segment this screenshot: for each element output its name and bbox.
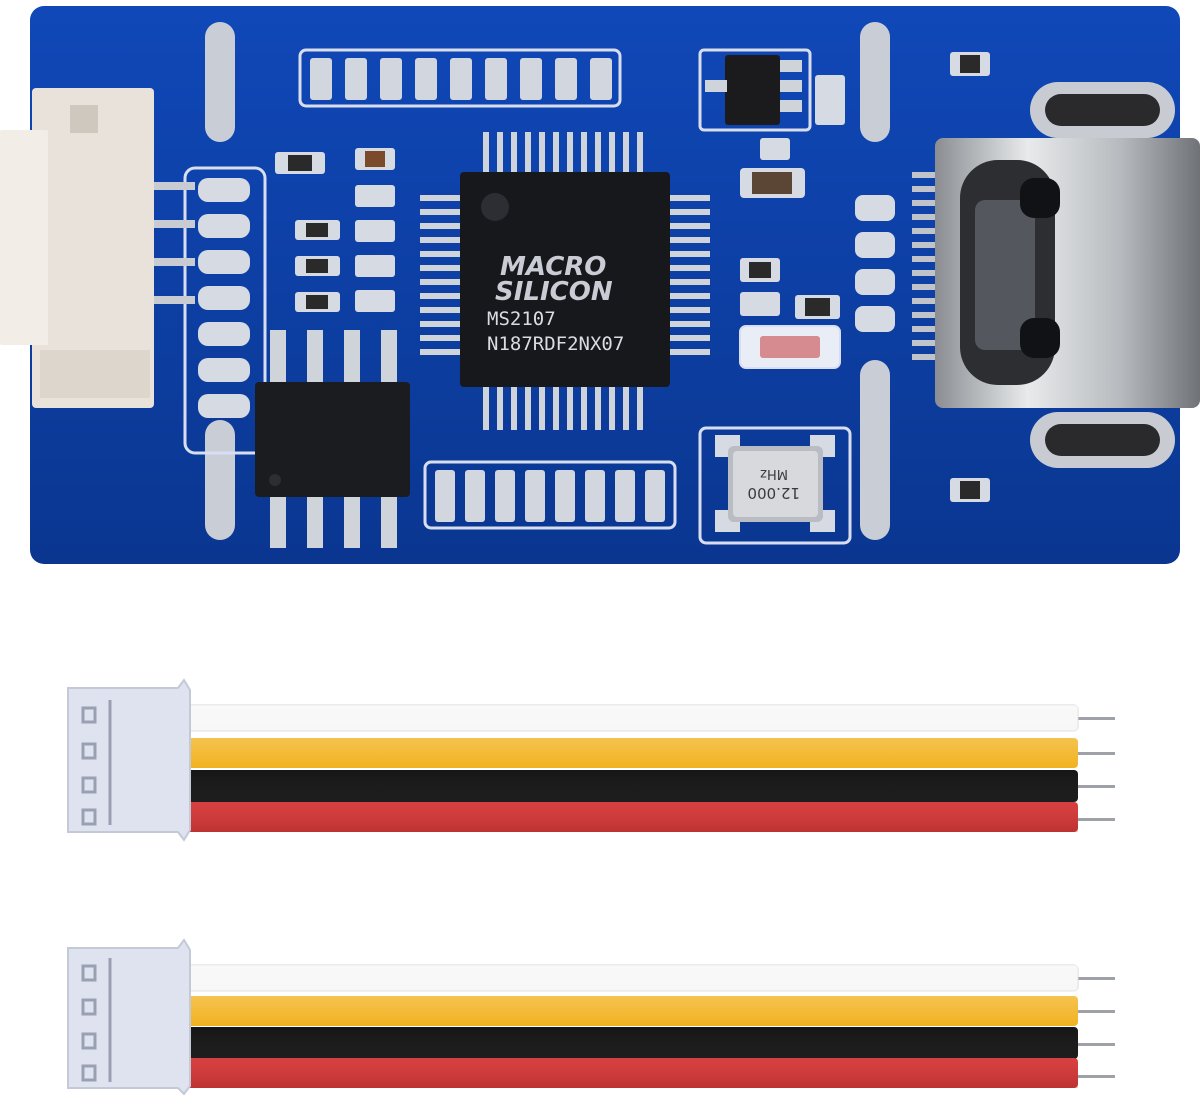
cable-assembly-2 [67,938,1115,1096]
smd-components-left [275,148,395,312]
cable-connector-housing [67,938,191,1096]
main-chip: MACRO SILICON MS2107 N187RDF2NX07 [420,132,710,430]
smd-components-right [740,52,990,502]
crystal-frequency: 12.000 [748,484,801,502]
mount-slot [205,420,235,540]
crystal-unit: MHz [760,466,788,481]
connector-pads [198,178,250,418]
chip-brand-line1: MACRO [500,252,606,282]
cable-connector-housing [67,678,191,842]
mount-slot [860,360,890,540]
crystal-oscillator: 12.000 MHz [715,435,835,532]
pcb-board: MACRO SILICON MS2107 N187RDF2NX07 [0,6,1200,564]
resistor-array-top [310,58,612,100]
mount-slot [205,22,235,142]
mount-slot [860,22,890,142]
chip-model: MS2107 [487,308,556,330]
regulator-chip [698,48,812,132]
resistor-array-bottom [435,470,665,522]
jst-connector [0,88,195,408]
cable-assembly-1 [67,678,1115,842]
chip-brand-line2: SILICON [495,277,613,307]
eeprom-chip [255,330,410,548]
usb-c-port [912,82,1200,468]
chip-lot-number: N187RDF2NX07 [487,333,624,355]
